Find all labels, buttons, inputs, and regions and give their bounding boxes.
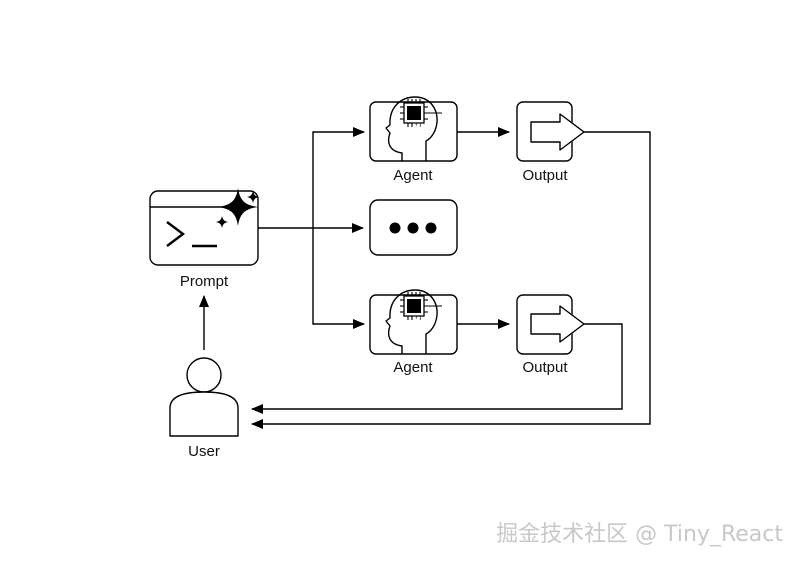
- ellipsis-node: [369, 199, 458, 256]
- user-label: User: [188, 443, 220, 460]
- prompt-label: Prompt: [180, 273, 229, 290]
- edge-output-top-user: [251, 131, 651, 429]
- terminal-icon: [166, 221, 217, 248]
- edge-prompt-agent-bottom: [312, 228, 365, 329]
- arrow-right-icon: [530, 305, 585, 343]
- user-icon: [169, 357, 239, 437]
- user-node: User: [169, 357, 239, 460]
- output-top-label: Output: [522, 167, 568, 184]
- ellipsis-icon: [389, 222, 437, 234]
- edge-output-bottom-user: [251, 323, 623, 414]
- connectors: [199, 127, 651, 429]
- output-bottom-node: Output: [516, 294, 585, 376]
- agent-bottom-node: AI Agent: [369, 289, 458, 376]
- agent-bottom-chip-text: AI: [412, 315, 421, 325]
- output-bottom-label: Output: [522, 359, 568, 376]
- sparkle-icon: [216, 188, 259, 228]
- arrow-right-icon: [530, 113, 585, 151]
- edge-prompt-agent-top: [312, 127, 365, 228]
- prompt-node: Prompt: [149, 188, 259, 290]
- watermark: 掘金技术社区 @ Tiny_React: [496, 522, 783, 547]
- agent-top-chip-text: AI: [412, 122, 421, 132]
- agent-top-box: [369, 101, 458, 162]
- agent-bottom-label: Agent: [393, 359, 433, 376]
- agent-bottom-box: [369, 294, 458, 355]
- agent-top-label: Agent: [393, 167, 433, 184]
- output-top-node: Output: [516, 101, 585, 184]
- agent-top-node: AI Agent: [369, 96, 458, 184]
